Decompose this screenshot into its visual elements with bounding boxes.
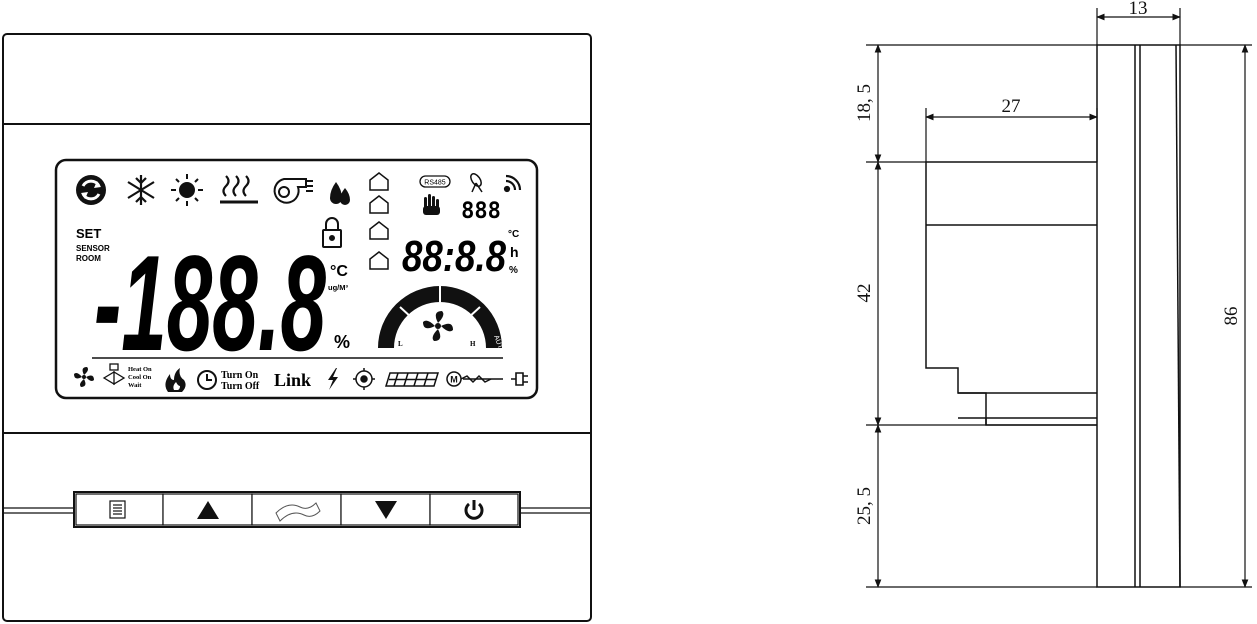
side-view: [925, 44, 1181, 588]
heater-panel-icon: [384, 372, 440, 387]
svg-text:L: L: [398, 340, 403, 348]
turn-off-label: Turn Off: [221, 381, 260, 392]
lock-icon: [322, 217, 342, 248]
clock-segment-value: 88:8.8: [402, 232, 506, 281]
valve-icon: [102, 363, 126, 386]
power-button[interactable]: [429, 493, 519, 526]
side-front-panel: [1096, 44, 1181, 588]
power-icon: [464, 500, 484, 520]
dimension-extension-lines: [866, 8, 1252, 588]
house-home-icon: [369, 195, 389, 214]
side-back-box: [925, 161, 1097, 426]
heat-on-label: Heat On: [128, 366, 152, 373]
fan-small-icon: [74, 367, 94, 387]
front-outer-frame: [2, 33, 592, 622]
set-label: SET: [76, 226, 101, 241]
unit-percent: %: [334, 332, 350, 352]
up-button[interactable]: [162, 493, 253, 526]
flame-icon: [165, 368, 186, 392]
lightning-icon: [328, 368, 338, 390]
house-away-icon: [369, 172, 389, 191]
plug-icon: [511, 372, 528, 386]
label-width-top: 13: [1129, 0, 1148, 19]
wait-label: Wait: [128, 382, 142, 389]
hand-manual-icon: [423, 194, 440, 215]
lcd-small-segment-display: 888: [461, 199, 501, 224]
unit-celsius-small: °C: [508, 229, 519, 240]
unit-hour: h: [510, 244, 519, 260]
compressor-icon: [353, 368, 375, 390]
label-depth: 27: [1002, 96, 1021, 117]
satellite-icon: [470, 173, 483, 193]
dimension-labels: 13 27 18, 5 42 25, 5 86: [854, 0, 1242, 525]
wave-mode-icon: [275, 502, 321, 522]
front-view: [2, 33, 592, 622]
house-leave-icon: [369, 221, 389, 240]
refresh-icon: [76, 175, 106, 205]
cool-on-label: Cool On: [128, 374, 152, 381]
snowflake-icon: [127, 175, 155, 205]
label-top-height: 18, 5: [854, 84, 875, 122]
unit-percent-small: %: [509, 265, 518, 276]
sun-icon: [171, 174, 203, 206]
svg-text:H: H: [470, 340, 476, 348]
menu-list-icon: [109, 500, 126, 519]
main-temperature-value: -188.8: [94, 227, 326, 379]
house-sleep-icon: [369, 251, 389, 270]
floor-heating-icon: [220, 175, 258, 204]
triangle-up-icon: [197, 501, 219, 519]
triangle-down-icon: [375, 501, 397, 519]
room-label: ROOM: [76, 254, 101, 263]
fan-icon: [423, 311, 453, 341]
humidity-drops-icon: [330, 182, 350, 205]
mode-button[interactable]: [251, 493, 342, 526]
sensor-label: SENSOR: [76, 244, 110, 253]
svg-text:M: M: [450, 375, 458, 385]
turn-on-label: Turn On: [221, 370, 259, 381]
motor-valve-icon: M: [446, 371, 503, 387]
wifi-icon: [503, 174, 522, 193]
fan-coil-icon: [273, 178, 313, 204]
button-bar: [73, 491, 521, 528]
unit-ugm3: ug/M³: [328, 283, 348, 292]
rs485-badge: RS485: [419, 175, 451, 188]
label-bottom-height: 25, 5: [854, 487, 875, 525]
label-mid-height: 42: [854, 284, 875, 303]
svg-text:RS485: RS485: [424, 180, 446, 187]
lcd-screen: RS485 888 SET SENSOR ROOM -188.8 °C ug/M…: [54, 158, 539, 400]
dimension-arrows: [874, 13, 1249, 588]
down-button[interactable]: [340, 493, 431, 526]
unit-celsius: °C: [330, 263, 348, 280]
house-icons: [369, 172, 389, 270]
fan-speed-arc: L H AUTO: [378, 286, 505, 355]
label-total-height: 86: [1221, 307, 1242, 326]
link-label: Link: [274, 370, 311, 390]
clock-icon: [197, 370, 217, 390]
menu-button[interactable]: [75, 493, 164, 526]
